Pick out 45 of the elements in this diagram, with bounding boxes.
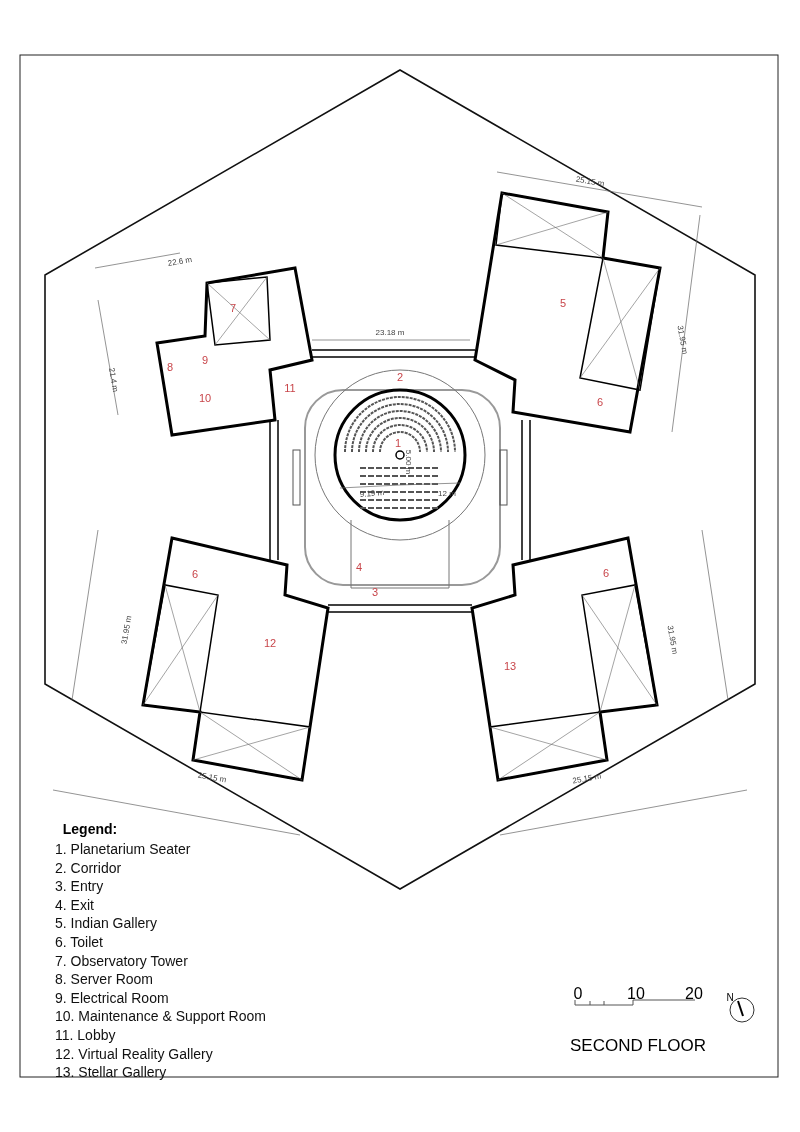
dimension-label: 25.15 m: [572, 772, 602, 786]
scale-number: 10: [627, 986, 645, 1002]
dimension-label: 5.00 m: [404, 449, 412, 475]
dimension-label: 23.18 m: [375, 329, 405, 337]
legend-heading: Legend:: [62, 822, 118, 836]
legend-entry: 2. Corridor: [55, 860, 122, 875]
room-number: 7: [229, 302, 237, 314]
room-number: 9: [201, 354, 209, 366]
dimension-label: 31.95 m: [675, 325, 689, 355]
legend-entry: 10. Maintenance & Support Room: [55, 1009, 266, 1024]
legend-entry: 13. Stellar Gallery: [55, 1065, 167, 1080]
dimension-label: 25.15 m: [197, 771, 227, 785]
room-number: 12: [263, 637, 277, 649]
dimension-label: 31.95 m: [120, 615, 134, 645]
legend-entry: 4. Exit: [55, 897, 94, 912]
legend-entry: 9. Electrical Room: [55, 990, 169, 1005]
room-number: 6: [596, 396, 604, 408]
dimension-label: 9.19 m: [359, 488, 385, 500]
scale-number: 20: [685, 986, 703, 1002]
room-number: 10: [198, 392, 212, 404]
legend-entry: 11. Lobby: [55, 1028, 116, 1042]
room-number: 11: [284, 382, 296, 394]
room-number: 2: [396, 371, 404, 383]
room-number: 3: [371, 586, 379, 598]
dimension-label: 22.6 m: [167, 255, 193, 269]
scale-number: 0: [573, 986, 583, 1002]
legend-entry: 8. Server Room: [55, 972, 154, 987]
legend-entry: 5. Indian Gallery: [55, 916, 157, 931]
room-number: 5: [559, 297, 567, 309]
legend-entry: 1. Planetarium Seater: [55, 842, 191, 856]
room-number: 8: [166, 361, 174, 373]
legend-entry: 7. Observatory Tower: [55, 953, 188, 968]
legend-entry: 12. Virtual Reality Gallery: [55, 1046, 213, 1061]
dimension-label: 31.95 m: [665, 625, 679, 655]
room-number: 4: [355, 561, 363, 573]
drawing-title: SECOND FLOOR: [570, 1037, 707, 1054]
legend-entry: 6. Toilet: [55, 935, 103, 949]
room-number: 6: [191, 568, 199, 580]
room-number: 1: [394, 437, 402, 449]
north-label: N: [726, 993, 734, 1003]
room-number: 6: [602, 567, 610, 579]
room-number: 13: [503, 660, 517, 672]
legend-entry: 3. Entry: [55, 879, 104, 894]
dimension-label: 25.15 m: [575, 175, 605, 189]
dimension-label: 21.4 m: [106, 367, 120, 393]
